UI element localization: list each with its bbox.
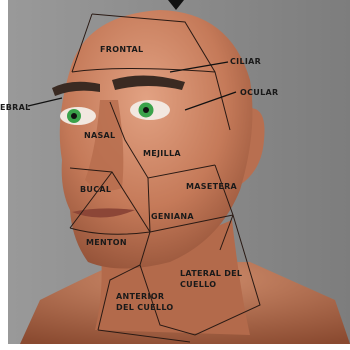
white-frame-left	[0, 0, 8, 350]
label-mejilla: MEJILLA	[143, 149, 181, 158]
label-ocular: OCULAR	[240, 88, 278, 97]
label-nasal: NASAL	[84, 131, 115, 140]
label-masetera: MASETERA	[186, 182, 237, 191]
label-ciliar: CILIAR	[230, 57, 261, 66]
label-anterior-cuello-2: DEL CUELLO	[116, 303, 174, 312]
white-frame-bottom	[0, 344, 350, 350]
label-palpebral-partial: EBRAL	[0, 103, 31, 112]
label-lateral-cuello-1: LATERAL DEL	[180, 269, 242, 278]
label-geniana: GENIANA	[151, 212, 194, 221]
label-lateral-cuello-2: CUELLO	[180, 280, 216, 289]
label-frontal: FRONTAL	[100, 45, 143, 54]
label-menton: MENTON	[86, 238, 127, 247]
label-anterior-cuello-1: ANTERIOR	[116, 292, 164, 301]
label-bucal: BUCAL	[80, 185, 111, 194]
